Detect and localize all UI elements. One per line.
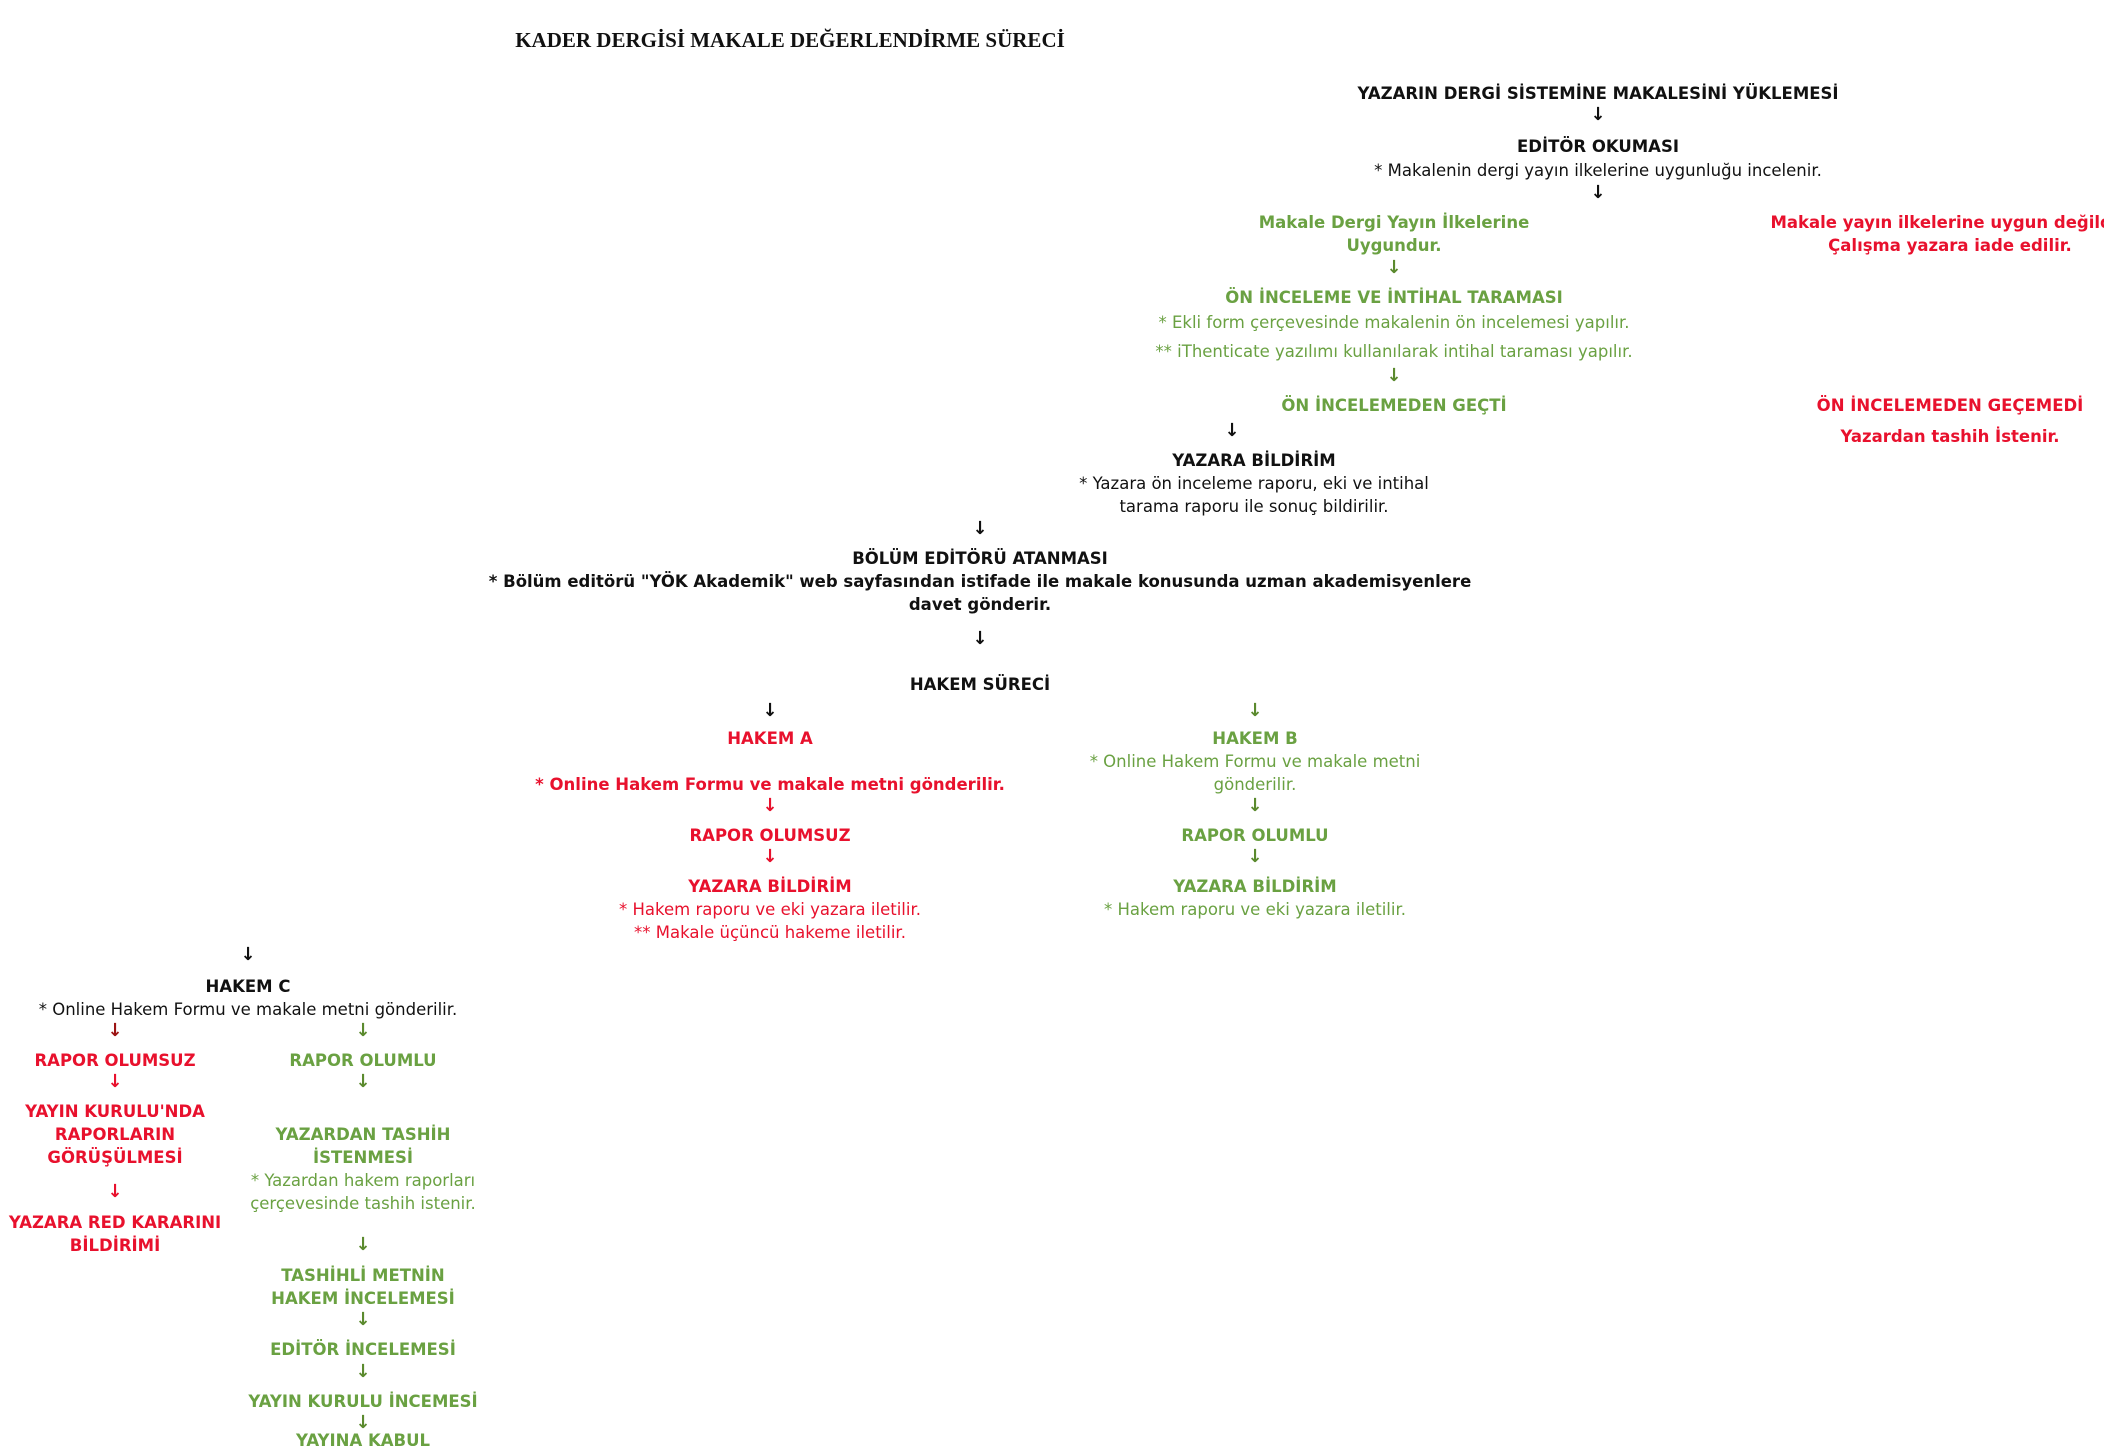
node-referee-b-note1: * Online Hakem Formu ve makale metni [1089,752,1421,771]
node-not-compliant-line1: Makale yayın ilkelerine uygun değildir. [1770,213,2104,232]
node-upload: YAZARIN DERGİ SİSTEMİNE MAKALESİNİ YÜKLE… [1357,84,1839,103]
arrow-down-icon: ↓ [1590,104,1606,125]
node-referee-a-note: * Online Hakem Formu ve makale metni gön… [535,775,1005,794]
node-referee-b-note2: gönderilir. [1213,775,1297,794]
node-c-revised-review-line1: TASHİHLİ METNİN [281,1266,445,1285]
node-referee-a-notify: YAZARA BİLDİRİM [688,877,852,896]
arrow-down-icon: ↓ [972,518,988,539]
page-title: KADER DERGİSİ MAKALE DEĞERLENDİRME SÜREC… [515,28,1065,52]
node-c-board-line2: RAPORLARIN [54,1125,176,1144]
arrow-down-icon: ↓ [355,1412,371,1433]
arrow-down-icon: ↓ [107,1181,123,1202]
node-referee-a-notify-note1: * Hakem raporu ve eki yazara iletilir. [619,900,921,919]
node-c-revision-note1: * Yazardan hakem raporları [250,1171,476,1190]
node-compliant-line1: Makale Dergi Yayın İlkelerine [1258,213,1530,232]
node-referee-a-report: RAPOR OLUMSUZ [689,826,851,845]
node-referee-c-note: * Online Hakem Formu ve makale metni gön… [38,1000,458,1019]
node-referee-c: HAKEM C [205,977,291,996]
node-notify-author-note2: tarama raporu ile sonuç bildirilir. [1119,497,1389,516]
node-editor-reading: EDİTÖR OKUMASI [1517,137,1679,156]
arrow-down-icon: ↓ [107,1071,123,1092]
node-c-editor-review: EDİTÖR İNCELEMESİ [270,1340,456,1359]
arrow-down-icon: ↓ [355,1020,371,1041]
node-prescreen-failed-note: Yazardan tashih İstenir. [1840,427,2060,446]
arrow-down-icon: ↓ [1224,420,1240,441]
node-section-editor-note2: davet gönderir. [908,595,1052,614]
node-c-negative: RAPOR OLUMSUZ [34,1051,196,1070]
node-prescreen-passed: ÖN İNCELEMEDEN GEÇTİ [1281,396,1507,415]
node-c-reject-line2: BİLDİRİMİ [69,1236,161,1255]
arrow-down-icon: ↓ [355,1234,371,1255]
arrow-down-icon: ↓ [355,1071,371,1092]
node-c-reject-line1: YAZARA RED KARARINI [8,1213,222,1232]
node-referee-b-notify: YAZARA BİLDİRİM [1173,877,1337,896]
node-c-board-line1: YAYIN KURULU'NDA [25,1102,205,1121]
node-section-editor-note1: * Bölüm editörü "YÖK Akademik" web sayfa… [488,572,1472,591]
node-c-revised-review-line2: HAKEM İNCELEMESİ [271,1289,455,1308]
arrow-down-icon: ↓ [355,1309,371,1330]
node-c-board-review: YAYIN KURULU İNCEMESİ [248,1392,478,1411]
node-prescreen-failed: ÖN İNCELEMEDEN GEÇEMEDİ [1816,396,2084,415]
arrow-down-icon: ↓ [1247,795,1263,816]
node-notify-author-note1: * Yazara ön inceleme raporu, eki ve inti… [1079,474,1429,493]
node-prescreen-note1: * Ekli form çerçevesinde makalenin ön in… [1158,313,1630,332]
node-prescreen-note2: ** iThenticate yazılımı kullanılarak int… [1155,342,1633,361]
node-c-positive: RAPOR OLUMLU [289,1051,437,1070]
node-prescreen: ÖN İNCELEME VE İNTİHAL TARAMASI [1225,288,1563,307]
node-section-editor: BÖLÜM EDİTÖRÜ ATANMASI [852,549,1108,568]
arrow-down-icon: ↓ [972,628,988,649]
node-c-board-line3: GÖRÜŞÜLMESİ [47,1148,183,1167]
arrow-down-icon: ↓ [240,944,256,965]
node-c-accept: YAYINA KABUL [295,1431,431,1450]
node-referee-b-report: RAPOR OLUMLU [1181,826,1329,845]
node-notify-author: YAZARA BİLDİRİM [1172,451,1336,470]
node-c-revision-line2: İSTENMESİ [312,1148,414,1167]
arrow-down-icon: ↓ [762,795,778,816]
node-c-revision-line1: YAZARDAN TASHİH [275,1125,451,1144]
node-referee-a: HAKEM A [727,729,813,748]
node-editor-reading-note: * Makalenin dergi yayın ilkelerine uygun… [1374,161,1822,180]
node-referee-b-notify-note: * Hakem raporu ve eki yazara iletilir. [1104,900,1406,919]
arrow-down-icon: ↓ [1247,700,1263,721]
arrow-down-icon: ↓ [1590,182,1606,203]
arrow-down-icon: ↓ [107,1020,123,1041]
arrow-down-icon: ↓ [1247,846,1263,867]
node-compliant-line2: Uygundur. [1346,236,1442,255]
arrow-down-icon: ↓ [1386,257,1402,278]
node-referee-b: HAKEM B [1212,729,1298,748]
arrow-down-icon: ↓ [1386,365,1402,386]
node-referee-a-notify-note2: ** Makale üçüncü hakeme iletilir. [634,923,906,942]
arrow-down-icon: ↓ [762,846,778,867]
node-review-process: HAKEM SÜRECİ [909,675,1051,694]
node-c-revision-note2: çerçevesinde tashih istenir. [250,1194,476,1213]
node-not-compliant-line2: Çalışma yazara iade edilir. [1828,236,2072,255]
arrow-down-icon: ↓ [762,700,778,721]
arrow-down-icon: ↓ [355,1361,371,1382]
